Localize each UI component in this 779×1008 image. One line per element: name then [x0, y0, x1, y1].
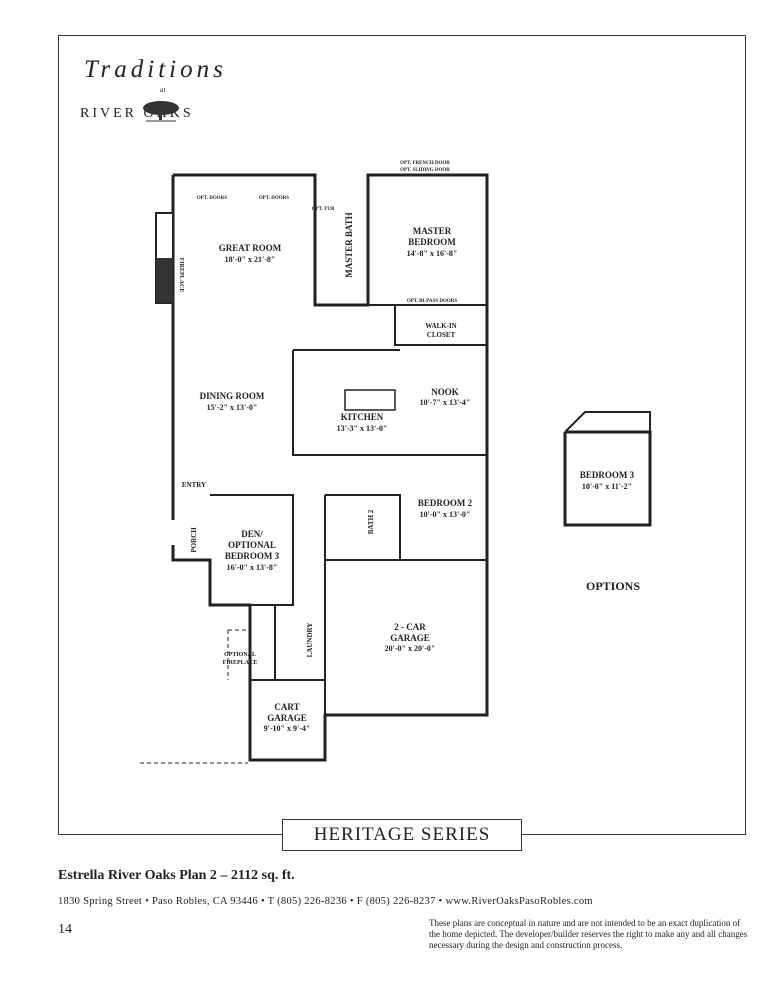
optional-fireplace-label-1: OPTIONAL [224, 652, 256, 658]
garage-name-1: 2 - CAR [394, 622, 426, 632]
page-number: 14 [58, 922, 72, 937]
walk-in-closet-name-2: CLOSET [427, 331, 456, 339]
den-name-3: BEDROOM 3 [225, 551, 280, 561]
logo-at: at [160, 86, 166, 94]
opt-sliding-door-label: OPT. SLIDING DOOR [400, 168, 450, 173]
porch-name: PORCH [190, 527, 198, 553]
den-name-2: OPTIONAL [228, 540, 276, 550]
opt-doors-label-2: OPT. DOORS [259, 196, 289, 201]
master-bedroom-name-2: BEDROOM [408, 237, 456, 247]
dashed-outlines [140, 629, 250, 764]
nook-size: 10'-7" x 13'-4" [420, 398, 471, 407]
bath-2-name: BATH 2 [367, 509, 375, 534]
dining-room-size: 15'-2" x 13'-0" [207, 403, 258, 412]
master-bath-name: MASTER BATH [344, 212, 354, 278]
garage-name-2: GARAGE [390, 633, 430, 643]
logo-title: Traditions [84, 56, 227, 83]
address-line: 1830 Spring Street • Paso Robles, CA 934… [58, 896, 593, 907]
options-bedroom-outline [563, 411, 652, 527]
laundry-name: LAUNDRY [306, 623, 314, 658]
master-bedroom-name-1: MASTER [413, 226, 452, 236]
options-label: OPTIONS [586, 579, 640, 593]
bedroom-2-name: BEDROOM 2 [418, 498, 473, 508]
kitchen-island [344, 389, 396, 411]
great-room-size: 18'-0" x 21'-8" [225, 255, 276, 264]
bedroom-2-size: 10'-0" x 13'-0" [420, 510, 471, 519]
fireplace-hearth [156, 258, 173, 303]
disclaimer: These plans are conceptual in nature and… [429, 918, 748, 950]
dining-room-name: DINING ROOM [200, 391, 265, 401]
master-bedroom-size: 14'-8" x 16'-8" [407, 249, 458, 258]
fireplace-name: FIREPLACE [178, 258, 184, 293]
entry-name: ENTRY [182, 481, 206, 489]
garage-size: 20'-0" x 20'-0" [385, 644, 436, 653]
series-banner: HERITAGE SERIES [282, 819, 522, 851]
opt-doors-label-1: OPT. DOORS [197, 196, 227, 201]
cart-garage-size: 9'-10" x 9'-4" [264, 724, 311, 733]
great-room-name: GREAT ROOM [219, 243, 282, 253]
walk-in-closet-name-1: WALK-IN [425, 322, 457, 330]
cart-garage-name-2: GARAGE [267, 713, 307, 723]
nook-name: NOOK [431, 387, 459, 397]
opt-tub-label: OPT. TUB [312, 207, 335, 212]
opt-french-door-label: OPT. FRENCH DOOR [400, 161, 450, 166]
kitchen-size: 13'-3" x 13'-0" [337, 424, 388, 433]
opt-bipass-doors-label: OPT. BI-PASS DOORS [407, 299, 457, 304]
den-name-1: DEN/ [241, 529, 263, 539]
optional-fireplace-label-2: FIREPLACE [223, 660, 258, 666]
cart-garage-name-1: CART [274, 702, 299, 712]
den-size: 16'-0" x 13'-8" [227, 563, 278, 572]
kitchen-name: KITCHEN [341, 412, 384, 422]
options-bedroom-3-name: BEDROOM 3 [580, 470, 635, 480]
plan-title: Estrella River Oaks Plan 2 – 2112 sq. ft… [58, 868, 295, 883]
options-bedroom-3-size: 10'-0" x 11'-2" [582, 482, 632, 491]
oak-tree-icon [143, 101, 179, 122]
